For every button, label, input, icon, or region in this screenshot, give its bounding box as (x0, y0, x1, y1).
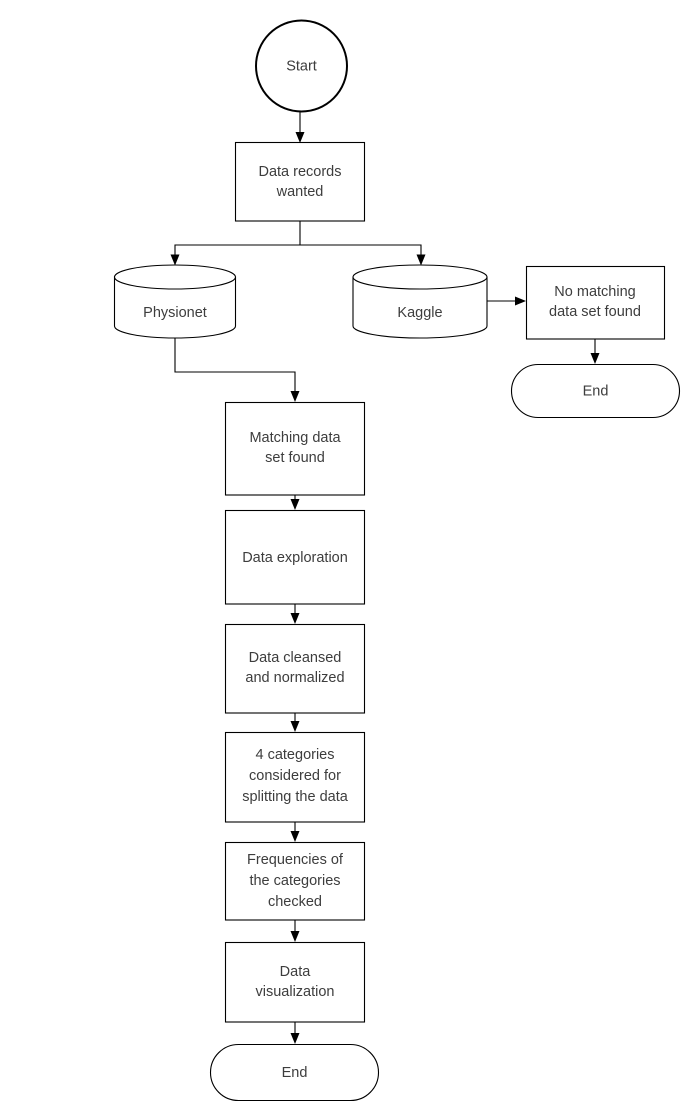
node-matching-found[interactable]: Matching data set found (224, 401, 366, 496)
node-data-records-wanted-line1: Data records (258, 164, 341, 180)
node-data-visualization-line1: Data (280, 964, 312, 980)
node-kaggle[interactable]: Kaggle (352, 264, 488, 339)
edge-matching-found-to-data-exploration (290, 495, 300, 510)
node-no-matching-line2: data set found (549, 304, 641, 320)
node-no-matching[interactable]: No matching data set found (525, 265, 666, 340)
node-data-cleansed-line1: Data cleansed (249, 650, 342, 666)
edge-data-records-to-physionet (170, 221, 301, 266)
node-data-visualization-line2: visualization (256, 984, 335, 1000)
node-data-cleansed[interactable]: Data cleansed and normalized (224, 623, 366, 714)
node-data-records-wanted[interactable]: Data records wanted (234, 141, 366, 222)
node-data-visualization[interactable]: Data visualization (224, 941, 366, 1023)
edge-no-matching-to-end (590, 339, 600, 364)
edge-kaggle-to-no-matching (487, 296, 526, 306)
node-frequencies-line1: Frequencies of (247, 852, 344, 868)
edge-data-records-to-kaggle (300, 244, 426, 266)
node-end-right[interactable]: End (510, 363, 681, 419)
node-frequencies-line3: checked (268, 894, 322, 910)
edge-data-cleansed-to-four-categories (290, 713, 300, 732)
node-frequencies[interactable]: Frequencies of the categories checked (224, 841, 366, 921)
node-four-categories-line1: 4 categories (256, 747, 335, 763)
edge-four-categories-to-frequencies (290, 822, 300, 842)
node-end-bottom-label: End (282, 1065, 308, 1081)
node-physionet[interactable]: Physionet (113, 264, 237, 339)
node-physionet-label: Physionet (143, 305, 207, 321)
node-matching-found-line1: Matching data (249, 430, 341, 446)
node-data-cleansed-line2: and normalized (245, 670, 344, 686)
node-end-bottom[interactable]: End (209, 1043, 380, 1102)
node-four-categories-line2: considered for (249, 768, 341, 784)
edge-data-exploration-to-data-cleansed (290, 604, 300, 624)
node-start-label: Start (286, 58, 317, 74)
node-frequencies-line2: the categories (249, 873, 340, 889)
node-data-exploration-line1: Data exploration (242, 550, 348, 566)
edge-physionet-to-matching-found (174, 338, 300, 402)
node-matching-found-line2: set found (265, 450, 325, 466)
edge-start-to-data-records (295, 108, 305, 143)
node-start[interactable]: Start (255, 19, 348, 113)
edge-data-visualization-to-end (290, 1022, 300, 1044)
node-four-categories[interactable]: 4 categories considered for splitting th… (224, 731, 366, 823)
node-data-records-wanted-line2: wanted (276, 184, 324, 200)
node-kaggle-label: Kaggle (397, 305, 442, 321)
node-four-categories-line3: splitting the data (242, 789, 349, 805)
node-data-exploration[interactable]: Data exploration (224, 509, 366, 605)
node-end-right-label: End (583, 383, 609, 399)
edge-frequencies-to-data-visualization (290, 920, 300, 942)
node-no-matching-line1: No matching (554, 284, 635, 300)
